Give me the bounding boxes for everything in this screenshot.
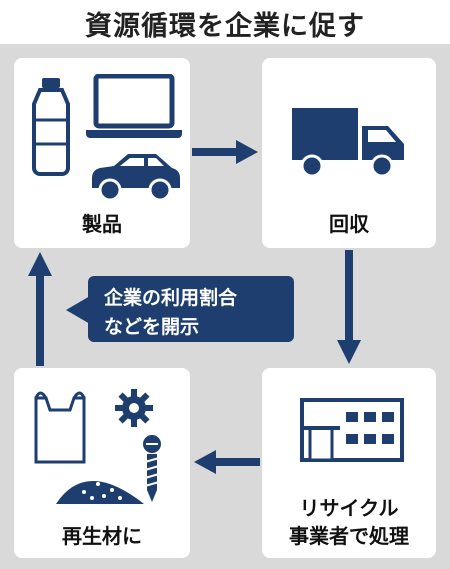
disclosure-callout: 企業の利用割合 などを開示 — [88, 276, 294, 342]
callout-line-1: 企業の利用割合 — [104, 287, 238, 309]
gear-icon — [115, 389, 153, 427]
truck-icon — [292, 108, 404, 178]
screw-icon — [143, 435, 161, 502]
car-icon — [92, 154, 180, 202]
bag-icon — [34, 391, 86, 464]
diagram-title: 資源循環を企業に促す — [85, 11, 365, 42]
node-products-label: 製品 — [82, 212, 122, 236]
callout-line-2: などを開示 — [104, 316, 200, 338]
node-recycling-label-1: リサイクル — [299, 496, 399, 520]
arrow-recycling-to-recycled — [194, 450, 260, 474]
arrow-collection-to-recycling — [337, 250, 361, 364]
node-products: 製品 — [14, 58, 190, 248]
callout-pointer — [66, 296, 90, 324]
node-collection: 回収 — [262, 58, 436, 248]
arrow-recycled-to-products — [28, 252, 52, 366]
node-recycled-label: 再生材に — [62, 524, 142, 548]
node-recycling-label-2: 事業者で処理 — [289, 524, 409, 548]
arrow-products-to-collection — [192, 140, 258, 164]
node-recycled: 再生材に — [14, 368, 190, 558]
laptop-icon — [86, 74, 182, 138]
node-recycling: リサイクル 事業者で処理 — [262, 368, 436, 558]
diagram-panel: 製品 回収 リサイクル 事業者で処理 — [0, 44, 450, 569]
pellet-pile-icon — [56, 481, 144, 504]
bottle-icon — [32, 78, 70, 176]
node-collection-label: 回収 — [329, 212, 369, 236]
factory-icon — [300, 398, 404, 462]
